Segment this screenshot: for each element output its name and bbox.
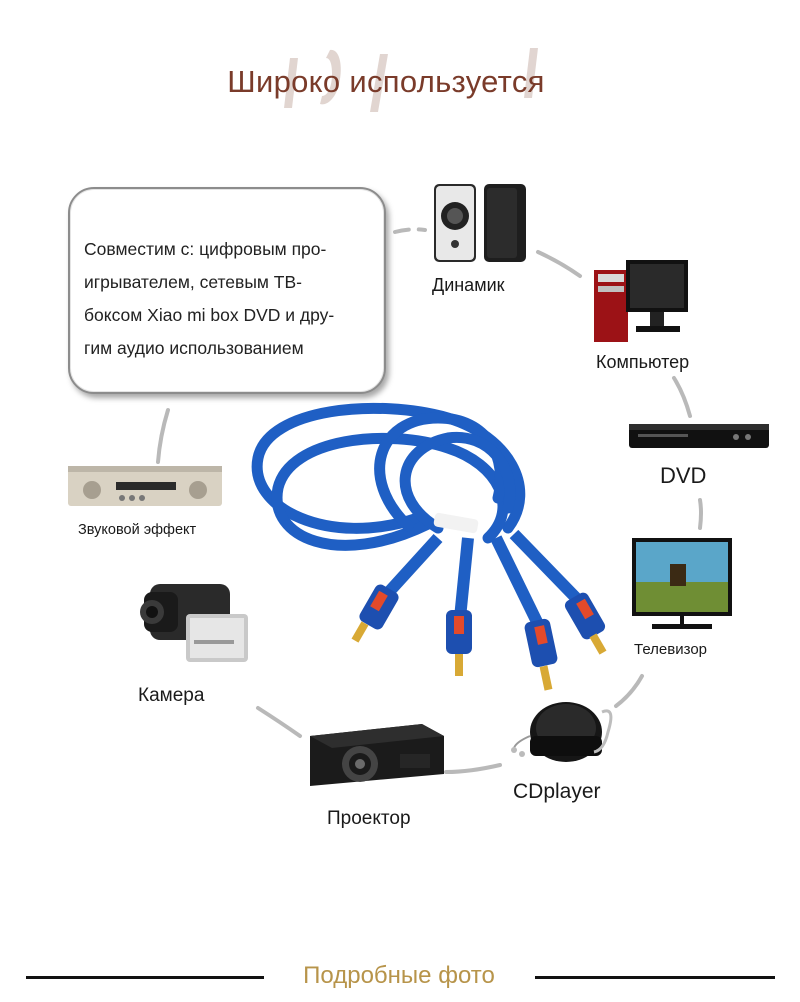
callout-line: гим аудио использованием — [84, 338, 304, 358]
rca-cable-icon — [251, 402, 607, 691]
camera-label: Камера — [138, 685, 205, 706]
tv-icon — [632, 538, 732, 629]
speaker-icon — [434, 184, 526, 262]
audio-effect-label: Звуковой эффект — [78, 522, 197, 538]
projector-icon — [310, 724, 444, 786]
compatibility-callout — [68, 187, 386, 394]
callout-line: Совместим с: цифровым про- — [84, 239, 327, 259]
footer-title: Подробные фото — [303, 962, 495, 989]
speaker-label: Динамик — [432, 275, 505, 295]
cd-player-icon — [511, 702, 613, 762]
callout-text: Совместим с: цифровым про- игрывателем, … — [84, 233, 374, 365]
callout-line: боксом Xiao mi box DVD и дру- — [84, 305, 335, 325]
projector-label: Проектор — [327, 808, 411, 829]
callout-line: игрывателем, сетевым ТВ- — [84, 272, 302, 292]
footer-divider-right — [535, 976, 775, 979]
computer-label: Компьютер — [596, 352, 690, 372]
computer-icon — [594, 260, 688, 342]
title-watermark — [284, 48, 538, 112]
cdplayer-label: CDplayer — [513, 780, 601, 803]
footer-divider-left — [26, 976, 264, 979]
tv-label: Телевизор — [634, 641, 708, 658]
camcorder-icon — [140, 584, 248, 662]
dvd-label: DVD — [660, 463, 707, 488]
amplifier-icon — [68, 466, 222, 506]
dvd-player-icon — [629, 424, 769, 448]
page-title: Широко используется — [227, 64, 545, 99]
